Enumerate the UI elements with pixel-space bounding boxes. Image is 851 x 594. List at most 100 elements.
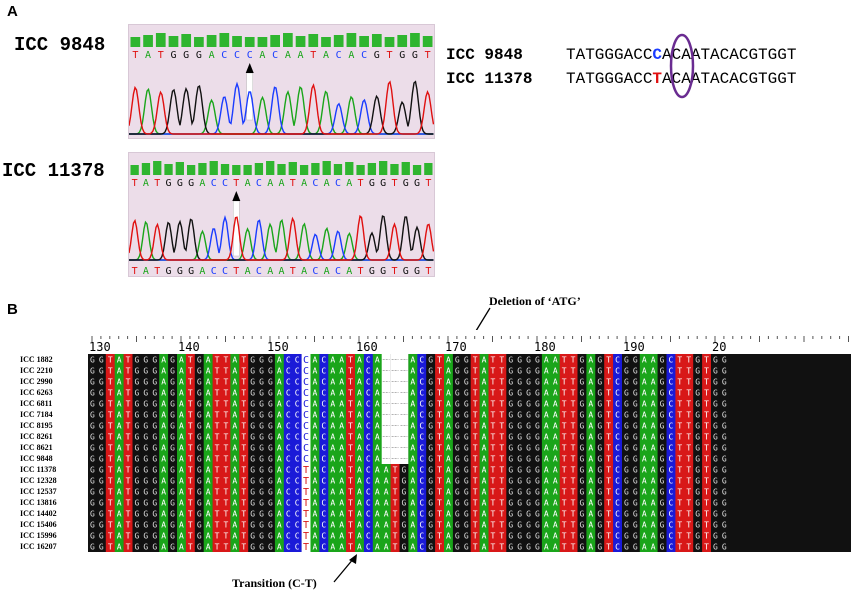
cell-letter: T [241,510,246,519]
cell-letter: T [562,521,567,530]
base-cell [399,519,409,530]
cell-letter: A [375,477,380,486]
cell-letter: G [143,367,148,376]
base-cell [524,486,534,497]
cell-letter: G [580,477,585,486]
cell-letter: G [197,422,202,431]
base-cell [657,376,667,387]
cell-letter: T [571,477,576,486]
base-cell [711,376,721,387]
base-cell [719,508,730,519]
base-cell [702,508,712,519]
base-cell [408,475,418,486]
base-cell [266,365,276,376]
base-cell [435,387,445,398]
cell-letter: G [526,367,531,376]
cell-letter: A [330,356,335,365]
cell-letter: C [286,422,291,431]
cell-letter: T [188,411,193,420]
cell-letter: T [348,543,353,552]
base-cell [622,365,632,376]
base-cell [639,387,649,398]
cell-letter: G [633,389,638,398]
cell-letter: A [277,433,282,442]
cell-letter: T [108,543,113,552]
base-cell [666,398,676,409]
cell-letter: C [419,455,424,464]
cell-letter: G [660,455,665,464]
cell-letter: T [224,499,229,508]
cell-letter: G [713,532,718,541]
base-cell [239,420,249,431]
base-cell [105,464,115,475]
cell-letter: A [482,389,487,398]
sample-name: ICC 6263 [20,388,53,397]
base-cell [586,376,596,387]
base-cell [426,530,436,541]
cell-letter: A [553,477,558,486]
sample-name: ICC 6811 [20,399,53,408]
base-cell [266,508,276,519]
cell-letter: C [669,488,674,497]
base-cell [230,420,240,431]
sample-name: ICC 16207 [20,542,57,551]
base-cell [159,442,169,453]
cell-letter: A [339,367,344,376]
cell-letter: A [313,477,318,486]
base-cell [470,398,480,409]
cell-letter: C [286,521,291,530]
cell-letter: A [277,356,282,365]
cell-letter: G [713,444,718,453]
base-cell [105,376,115,387]
base-cell [408,365,418,376]
cell-letter: G [90,510,95,519]
cell-letter: G [259,389,264,398]
base-cell [702,398,712,409]
cell-letter: G [695,389,700,398]
base-cell [141,475,151,486]
cell-letter: G [526,411,531,420]
cell-letter: G [713,433,718,442]
cell-letter: A [206,389,211,398]
cell-letter: A [553,400,558,409]
cell-letter: G [259,543,264,552]
base-call-bottom: A [324,266,330,277]
cell-letter: T [108,488,113,497]
cell-letter: G [464,510,469,519]
base-cell [639,431,649,442]
base-cell [105,453,115,464]
cell-letter: C [615,477,620,486]
cell-letter: C [366,433,371,442]
cell-letter: G [464,378,469,387]
base-cell [595,508,605,519]
base-cell [675,420,685,431]
cell-letter: A [313,444,318,453]
cell-letter: A [179,455,184,464]
base-cell [568,420,578,431]
base-cell [711,508,721,519]
cell-letter: G [517,356,522,365]
cell-letter: T [393,466,398,475]
cell-letter: C [366,444,371,453]
cell-letter: G [170,422,175,431]
cell-letter: C [615,411,620,420]
cell-letter: T [241,455,246,464]
base-cell [577,442,587,453]
base-cell [613,387,623,398]
base-cell [212,409,222,420]
cell-letter: A [206,411,211,420]
cell-letter: A [330,422,335,431]
base-cell [319,464,329,475]
cell-letter: G [428,477,433,486]
base-cell [435,354,445,365]
base-cell [702,453,712,464]
cell-letter: T [393,521,398,530]
cell-letter: C [419,378,424,387]
cell-letter: C [321,400,326,409]
cell-letter: G [90,422,95,431]
base-cell [408,530,418,541]
cell-letter: C [366,378,371,387]
base-cell [693,409,703,420]
base-cell [577,354,587,365]
